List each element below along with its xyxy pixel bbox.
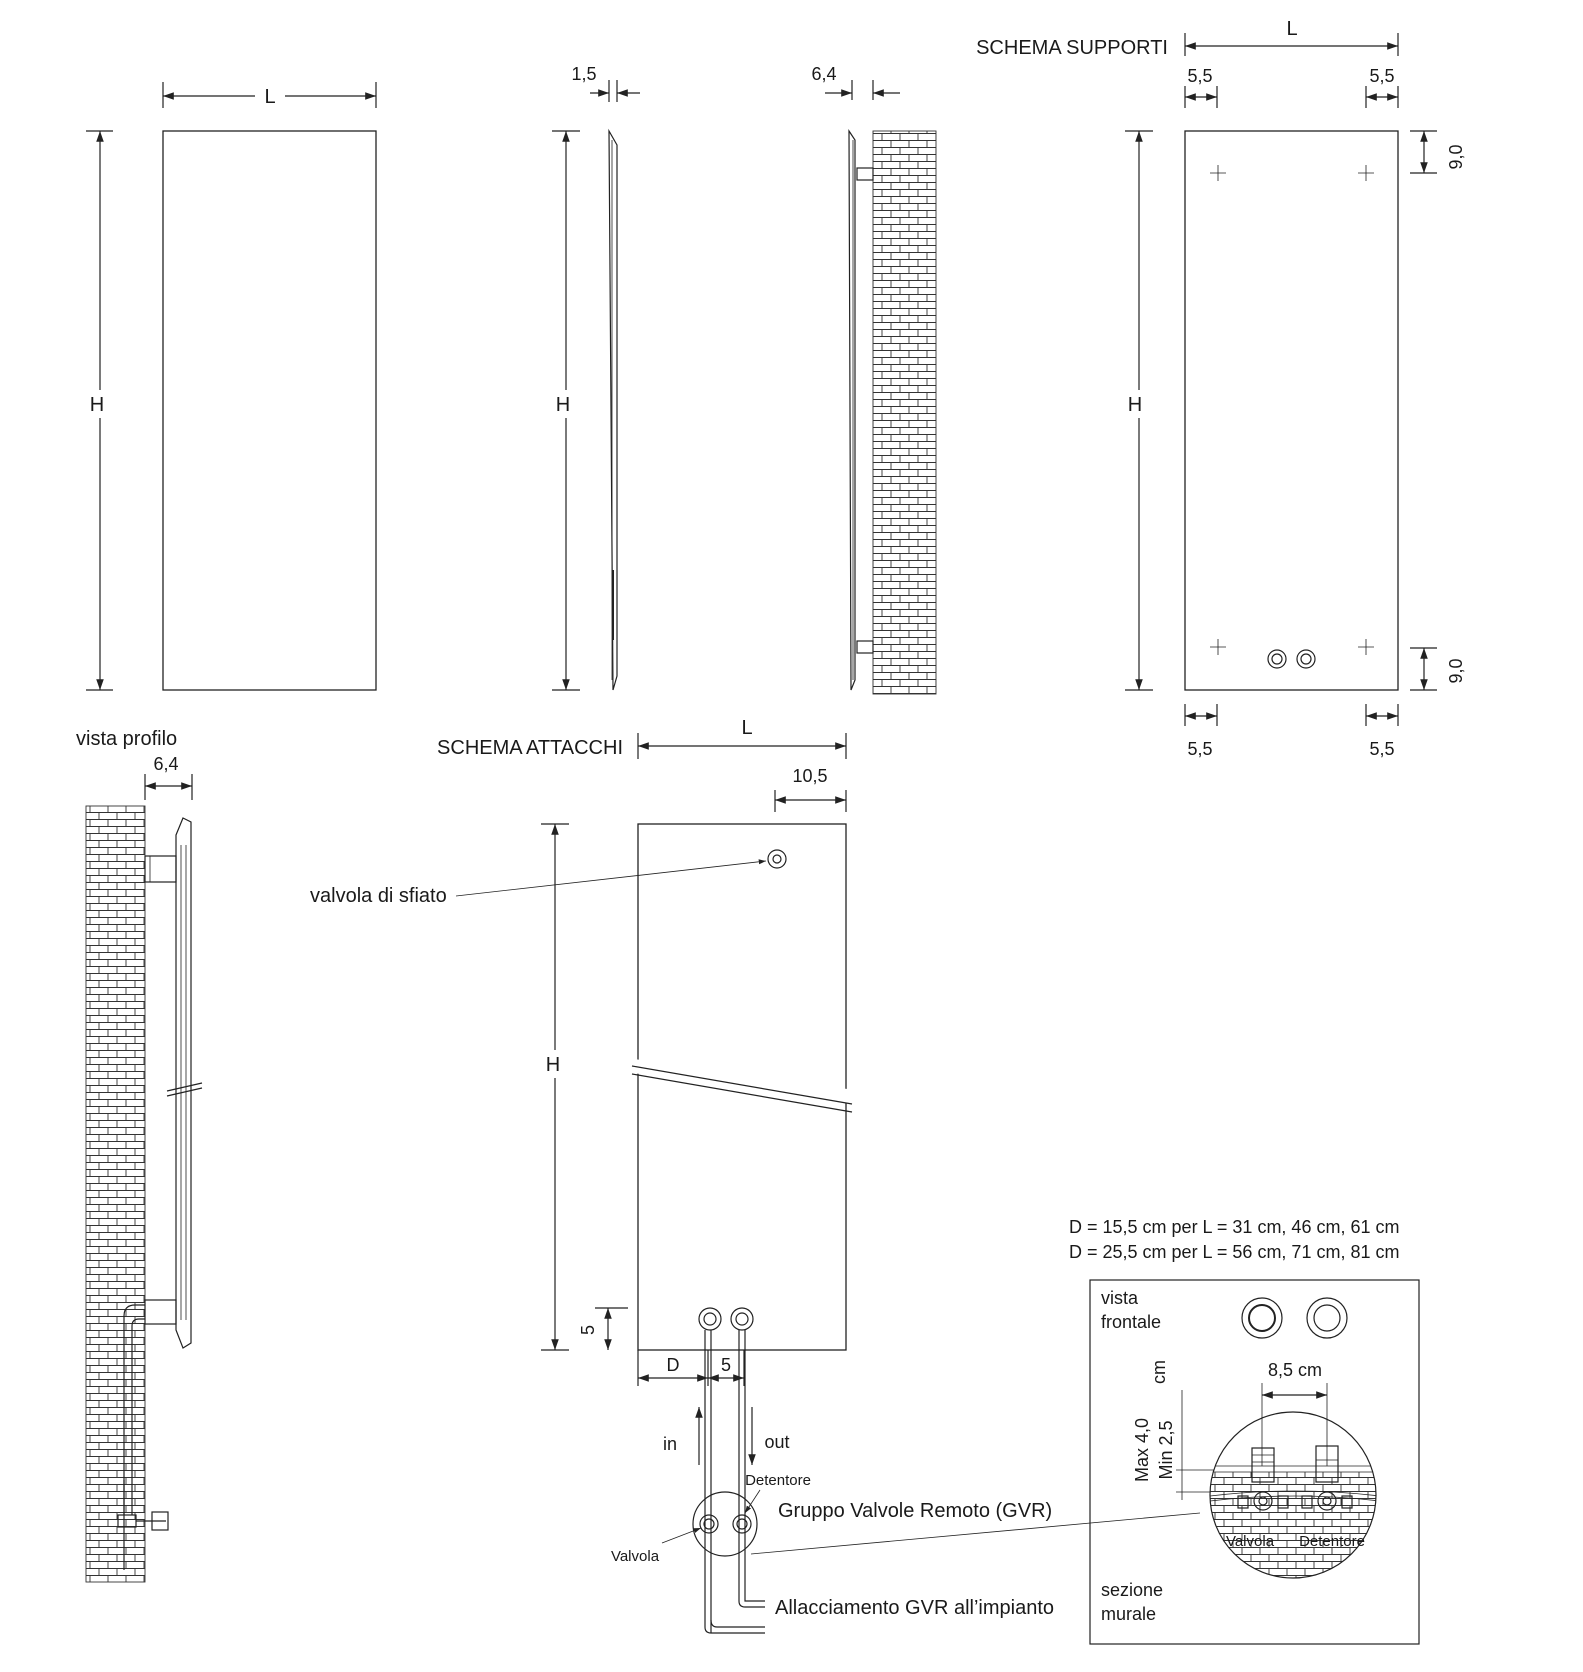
d-dimension-label: D — [667, 1355, 680, 1375]
front-view-label-line2: frontale — [1101, 1312, 1161, 1332]
allacciamento-label: Allacciamento GVR all’impianto — [775, 1597, 1054, 1619]
support-mount-crosses — [1210, 165, 1374, 655]
support-offset-top-left: 5,5 — [1187, 66, 1212, 86]
flow-in-label: in — [663, 1434, 677, 1454]
pipe-spacing-label: 5 — [721, 1355, 731, 1375]
pipe-height-label: 5 — [578, 1325, 598, 1335]
support-panel — [1184, 130, 1399, 691]
d-rule-note-1: D = 15,5 cm per L = 31 cm, 46 cm, 61 cm — [1069, 1217, 1399, 1237]
support-offset-top-right: 5,5 — [1369, 66, 1394, 86]
front-width-label: L — [264, 86, 275, 108]
connection-height-label: H — [546, 1054, 560, 1076]
wall-depth-unit: cm — [1149, 1360, 1169, 1384]
support-width-label: L — [1286, 18, 1297, 40]
section-label-line1: sezione — [1101, 1580, 1163, 1600]
front-view: L H — [86, 82, 377, 691]
support-offset-y-top: 9,0 — [1446, 144, 1466, 169]
flow-out-label: out — [764, 1432, 789, 1452]
front-height-label: H — [90, 394, 104, 416]
d-rule-note-2: D = 25,5 cm per L = 56 cm, 71 cm, 81 cm — [1069, 1242, 1399, 1262]
front-panel — [162, 130, 377, 691]
connection-width-label: L — [741, 717, 752, 739]
brick-wall — [872, 130, 937, 695]
support-offset-bottom-right: 5,5 — [1369, 739, 1394, 759]
side-profile-depth: 6,4 — [153, 754, 178, 774]
side-profile-view: vista profilo 6,4 — [76, 728, 203, 1583]
vent-valve — [767, 849, 787, 869]
side-profile-title: vista profilo — [76, 728, 177, 750]
vent-valve-label: valvola di sfiato — [310, 885, 447, 907]
section-label-line2: murale — [1101, 1604, 1156, 1624]
detail-frame — [1089, 1279, 1420, 1645]
support-scheme-view: SCHEMA SUPPORTI L 5,5 5,5 5,5 5,5 9,0 9,… — [976, 18, 1466, 759]
valvola-label: Valvola — [611, 1548, 660, 1565]
support-offset-y-bottom: 9,0 — [1446, 658, 1466, 683]
wall-section-detail — [1209, 1411, 1377, 1579]
gvr-symbol — [692, 1491, 758, 1557]
gvr-spacing-label: 8,5 cm — [1268, 1360, 1322, 1380]
thin-profile-view: 1,5 H — [552, 64, 640, 691]
wall-profile-depth: 6,4 — [811, 64, 836, 84]
wall-profile-view: 6,4 — [811, 64, 937, 695]
connection-scheme-title: SCHEMA ATTACCHI — [437, 737, 623, 759]
front-view-label-line1: vista — [1101, 1288, 1139, 1308]
pipe-connections — [698, 1307, 754, 1331]
vent-offset-label: 10,5 — [792, 766, 827, 786]
profile-height-label: H — [556, 394, 570, 416]
connection-scheme-view: SCHEMA ATTACCHI L 10,5 H 5 valvola di sf… — [310, 717, 1201, 1634]
detail-valvola-label: Valvola — [1226, 1533, 1275, 1550]
detail-detentore-label: Detentore — [1299, 1533, 1365, 1550]
thin-profile-thickness: 1,5 — [571, 64, 596, 84]
support-pipe-connections — [1267, 649, 1316, 669]
support-scheme-title: SCHEMA SUPPORTI — [976, 37, 1168, 59]
gvr-label: Gruppo Valvole Remoto (GVR) — [778, 1500, 1052, 1522]
support-offset-bottom-left: 5,5 — [1187, 739, 1212, 759]
side-brick-wall — [85, 805, 146, 1583]
wall-depth-min: Min 2,5 — [1156, 1420, 1176, 1479]
support-height-label: H — [1128, 394, 1142, 416]
detentore-label: Detentore — [745, 1472, 811, 1489]
wall-depth-max: Max 4,0 — [1132, 1418, 1152, 1482]
gvr-detail-box: vista frontale 8,5 cm cm Max 4,0 Min 2,5 — [1089, 1279, 1420, 1645]
